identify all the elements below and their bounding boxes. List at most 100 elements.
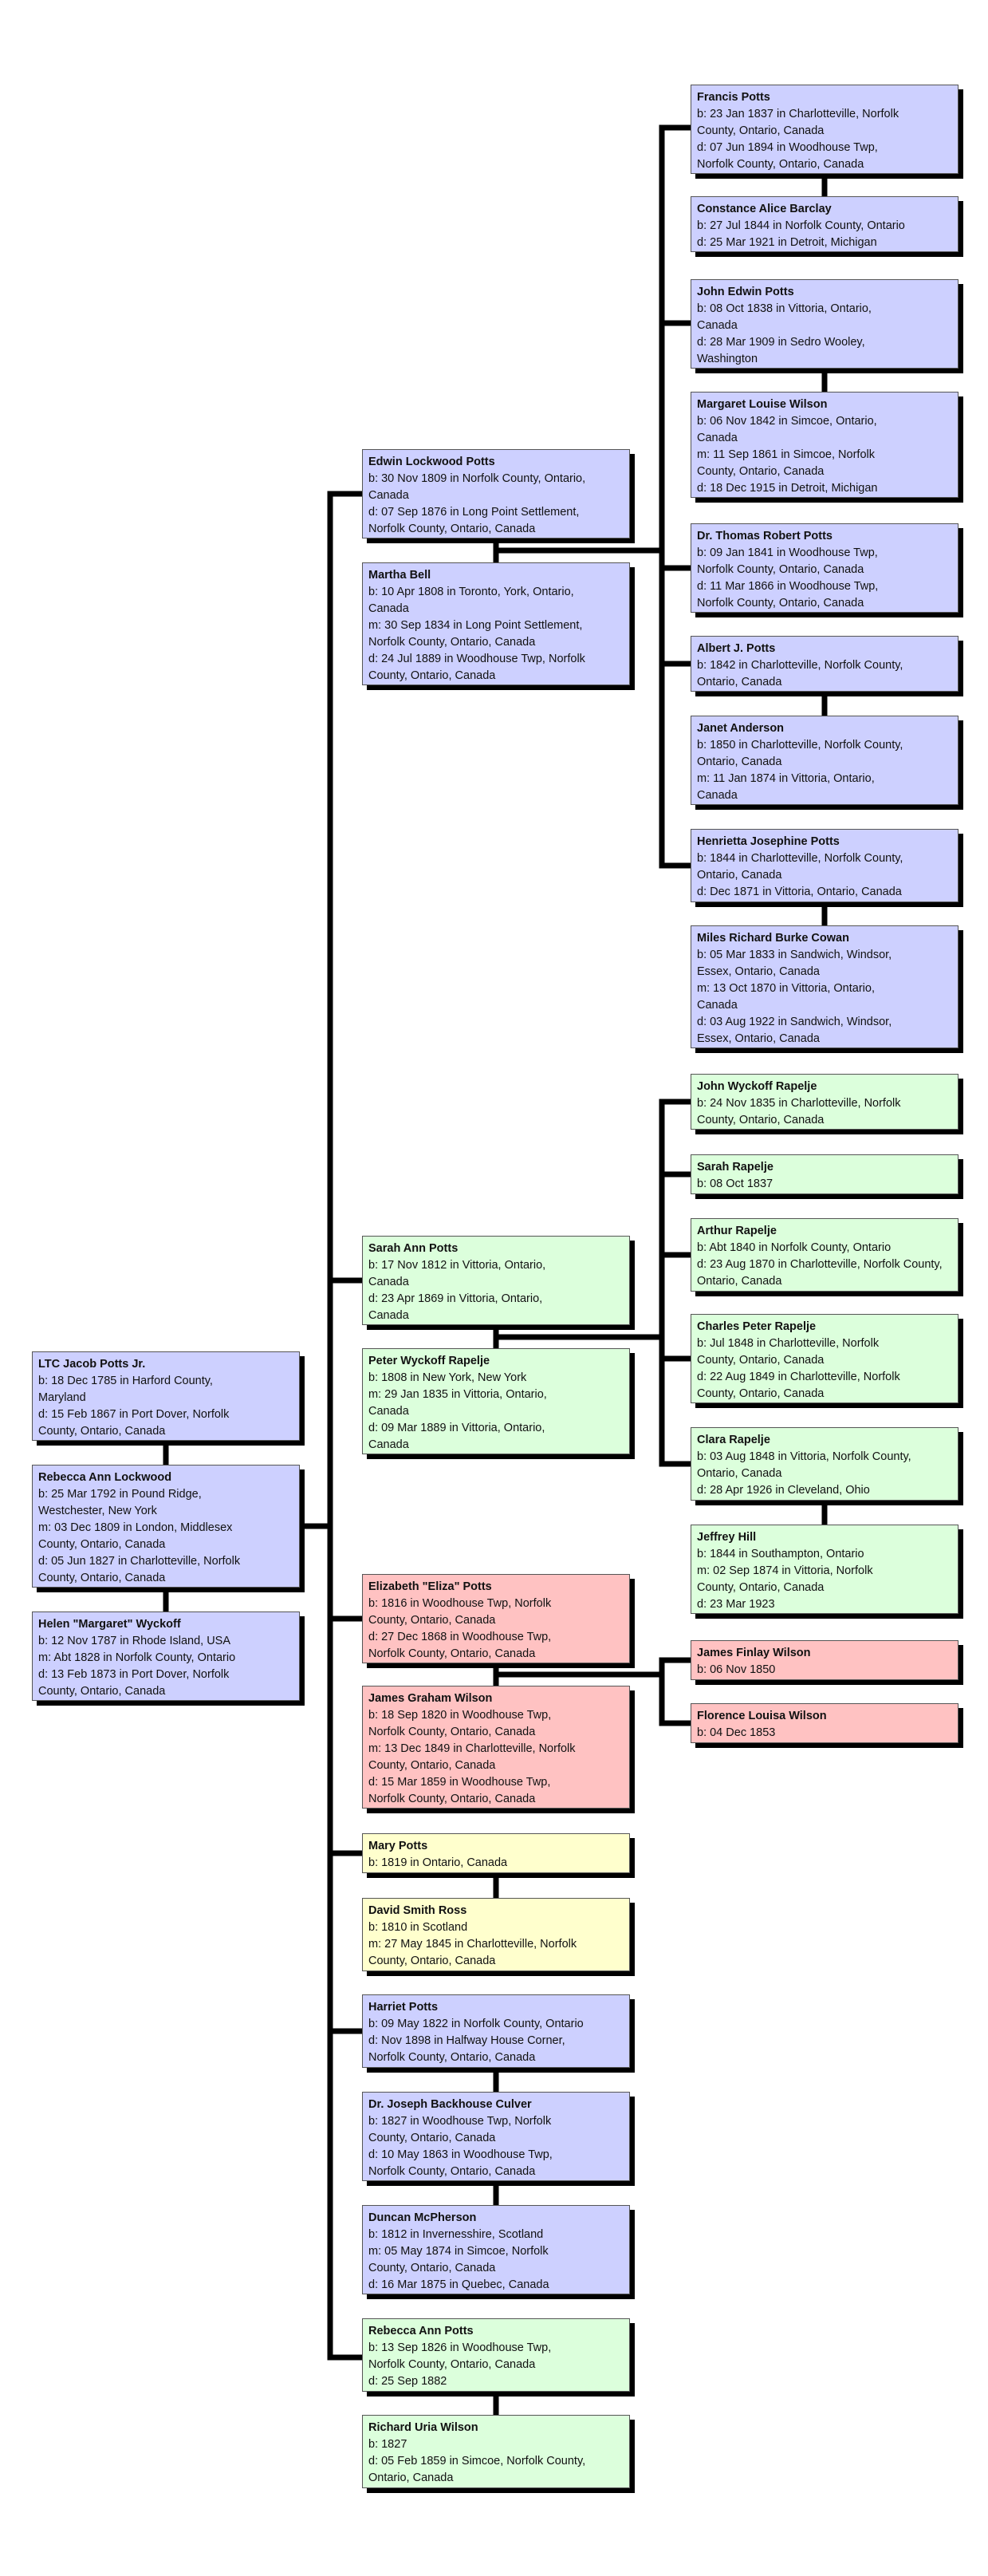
person-detail-line: d: 28 Mar 1909 in Sedro Wooley, — [697, 336, 865, 349]
person-detail-line: Canada — [368, 1309, 409, 1322]
person-detail-line: m: 27 May 1845 in Charlotteville, Norfol… — [368, 1938, 577, 1951]
person-detail-line: b: 30 Nov 1809 in Norfolk County, Ontari… — [368, 472, 586, 485]
person-detail-line: d: 25 Mar 1921 in Detroit, Michigan — [697, 236, 877, 249]
person-detail-line: County, Ontario, Canada — [38, 1425, 166, 1438]
person-name: Dr. Joseph Backhouse Culver — [368, 2098, 532, 2111]
person-detail-line: County, Ontario, Canada — [697, 124, 825, 137]
person-name: Clara Rapelje — [697, 1434, 770, 1446]
person-detail-line: County, Ontario, Canada — [697, 1581, 825, 1594]
person-detail-line: d: 22 Aug 1849 in Charlotteville, Norfol… — [697, 1371, 900, 1383]
person-name: Miles Richard Burke Cowan — [697, 932, 849, 945]
person-detail-line: Canada — [697, 432, 738, 444]
person-detail-line: b: 1844 in Southampton, Ontario — [697, 1548, 864, 1560]
person-detail-line: b: 17 Nov 1812 in Vittoria, Ontario, — [368, 1259, 546, 1272]
person-detail-line: d: 23 Apr 1869 in Vittoria, Ontario, — [368, 1292, 543, 1305]
person-box-ltc-jacob-potts-jr[interactable]: LTC Jacob Potts Jr.b: 18 Dec 1785 in Har… — [32, 1351, 300, 1441]
person-box-albert-j-potts[interactable]: Albert J. Potts b: 1842 in Charlotteville… — [691, 636, 958, 692]
person-detail-line: Maryland — [38, 1391, 86, 1404]
person-detail-line: d: 16 Mar 1875 in Quebec, Canada — [368, 2278, 549, 2291]
person-detail-line: d: 05 Feb 1859 in Simcoe, Norfolk County… — [368, 2455, 586, 2468]
person-detail-line: Canada — [697, 999, 738, 1012]
person-detail-line: Norfolk County, Ontario, Canada — [368, 636, 536, 649]
person-detail-line: Westchester, New York — [38, 1505, 157, 1517]
person-detail-line: County, Ontario, Canada — [38, 1538, 166, 1551]
person-name: David Smith Ross — [368, 1904, 467, 1917]
person-detail-line: b: 08 Oct 1837 — [697, 1178, 773, 1190]
person-detail-line: County, Ontario, Canada — [38, 1685, 166, 1698]
person-detail-line: County, Ontario, Canada — [368, 1759, 496, 1772]
person-detail-line: b: 1810 in Scotland — [368, 1921, 468, 1934]
person-box-jeffrey-hill[interactable]: Jeffrey Hill b: 1844 in Southampton, Onta… — [691, 1525, 958, 1614]
person-box-helen-margaret-wyckoff[interactable]: Helen "Margaret" Wyckoff b: 12 Nov 1787 i… — [32, 1611, 300, 1701]
person-name: Jeffrey Hill — [697, 1531, 757, 1544]
person-name: Helen "Margaret" Wyckoff — [38, 1618, 181, 1631]
person-detail-line: Ontario, Canada — [697, 1467, 782, 1480]
person-detail-line: d: Dec 1871 in Vittoria, Ontario, Canada — [697, 886, 902, 898]
person-detail-line: Canada — [368, 489, 409, 502]
person-detail-line: Canada — [368, 1405, 409, 1418]
person-detail-line: d: 15 Mar 1859 in Woodhouse Twp, — [368, 1776, 551, 1789]
person-detail-line: County, Ontario, Canada — [368, 669, 496, 682]
person-detail-line: County, Ontario, Canada — [697, 1354, 825, 1367]
person-detail-line: b: 23 Jan 1837 in Charlotteville, Norfol… — [697, 108, 899, 120]
person-detail-line: d: 28 Apr 1926 in Cleveland, Ohio — [697, 1484, 870, 1497]
person-detail-line: m: 13 Oct 1870 in Vittoria, Ontario, — [697, 982, 875, 995]
person-detail-line: b: 12 Nov 1787 in Rhode Island, USA — [38, 1635, 231, 1647]
person-detail-line: m: 29 Jan 1835 in Vittoria, Ontario, — [368, 1388, 547, 1401]
person-detail-line: m: 03 Dec 1809 in London, Middlesex — [38, 1521, 233, 1534]
person-detail-line: b: 25 Mar 1792 in Pound Ridge, — [38, 1488, 202, 1501]
person-detail-line: b: 1827 in Woodhouse Twp, Norfolk — [368, 2115, 552, 2128]
person-name: Sarah Ann Potts — [368, 1242, 459, 1255]
person-detail-line: Ontario, Canada — [368, 2471, 454, 2484]
person-detail-line: d: 27 Dec 1868 in Woodhouse Twp, — [368, 1631, 552, 1643]
person-name: Henrietta Josephine Potts — [697, 835, 840, 848]
person-detail-line: d: 13 Feb 1873 in Port Dover, Norfolk — [38, 1668, 230, 1681]
person-detail-line: m: 05 May 1874 in Simcoe, Norfolk — [368, 2245, 549, 2258]
person-box-joseph-backhouse-culver[interactable]: Dr. Joseph Backhouse Culver b: 1827 in Wo… — [362, 2092, 630, 2181]
person-detail-line: b: 06 Nov 1842 in Simcoe, Ontario, — [697, 415, 877, 428]
person-box-david-smith-ross[interactable]: David Smith Ross b: 1810 in Scotland m: 27… — [362, 1898, 630, 1971]
person-detail-line: d: 05 Jun 1827 in Charlotteville, Norfol… — [38, 1555, 241, 1568]
person-detail-line: Norfolk County, Ontario, Canada — [368, 523, 536, 535]
person-detail-line: Essex, Ontario, Canada — [697, 1032, 820, 1045]
person-box-sarah-ann-potts[interactable]: Sarah Ann Potts b: 17 Nov 1812 in Vittori… — [362, 1236, 630, 1325]
person-detail-line: Norfolk County, Ontario, Canada — [697, 597, 864, 609]
person-detail-line: d: 25 Sep 1882 — [368, 2375, 447, 2388]
person-detail-line: Norfolk County, Ontario, Canada — [697, 158, 864, 171]
person-detail-line: b: 06 Nov 1850 — [697, 1663, 776, 1676]
person-detail-line: b: 1842 in Charlotteville, Norfolk Count… — [697, 659, 903, 672]
person-detail-line: County, Ontario, Canada — [38, 1572, 166, 1584]
person-detail-line: b: 24 Nov 1835 in Charlotteville, Norfol… — [697, 1097, 901, 1110]
person-detail-line: b: 13 Sep 1826 in Woodhouse Twp, — [368, 2341, 552, 2354]
person-detail-line: b: 10 Apr 1808 in Toronto, York, Ontario… — [368, 586, 574, 598]
person-name: Harriet Potts — [368, 2001, 439, 2014]
person-detail-line: d: 09 Mar 1889 in Vittoria, Ontario, — [368, 1422, 545, 1434]
person-name: Albert J. Potts — [697, 642, 776, 655]
